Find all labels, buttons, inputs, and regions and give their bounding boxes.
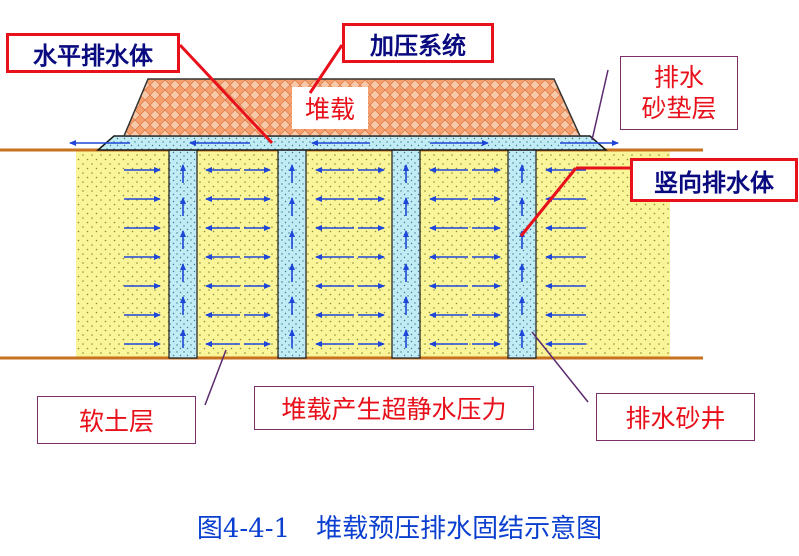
label-sand-cushion: 排水 砂垫层 [620,56,738,130]
label-surcharge: 堆载 [292,87,368,129]
soft-soil-layer [76,150,670,358]
leader-soft-soil [204,349,227,406]
label-sand-well: 排水砂井 [596,393,755,441]
figure-caption: 图4-4-1 堆载预压排水固结示意图 [196,514,603,544]
leader-sand-well [531,331,589,403]
label-pore-pressure: 堆载产生超静水压力 [254,386,534,430]
sand-drain-2 [277,149,307,359]
label-vertical-drain-text: 竖向排水体 [654,167,774,197]
label-horizontal-drain: 水平排水体 [6,33,180,73]
label-loading-system-text: 加压系统 [370,30,466,60]
vertical-drains [168,149,537,359]
label-surcharge-text: 堆载 [304,95,355,124]
label-sand-well-text: 排水砂井 [625,404,726,433]
sand-drain-1 [168,149,198,359]
label-vertical-drain: 竖向排水体 [630,158,798,202]
label-pore-pressure-text: 堆载产生超静水压力 [281,395,507,424]
label-loading-system: 加压系统 [342,23,494,63]
surcharge-label-bg [292,87,368,129]
label-horizontal-drain-text: 水平排水体 [33,40,153,70]
leader-horizontal-drain [178,43,274,145]
soil-seepage-arrows [124,167,586,347]
leader-vertical-drain [519,167,578,237]
label-sand-cushion-text: 排水 砂垫层 [641,63,717,123]
leader-loading-system [308,44,344,94]
drain-upflow-arrows [180,164,525,348]
label-soft-soil-text: 软土层 [78,407,154,436]
label-soft-soil: 软土层 [37,396,196,444]
leader-sand-cushion [591,69,609,141]
